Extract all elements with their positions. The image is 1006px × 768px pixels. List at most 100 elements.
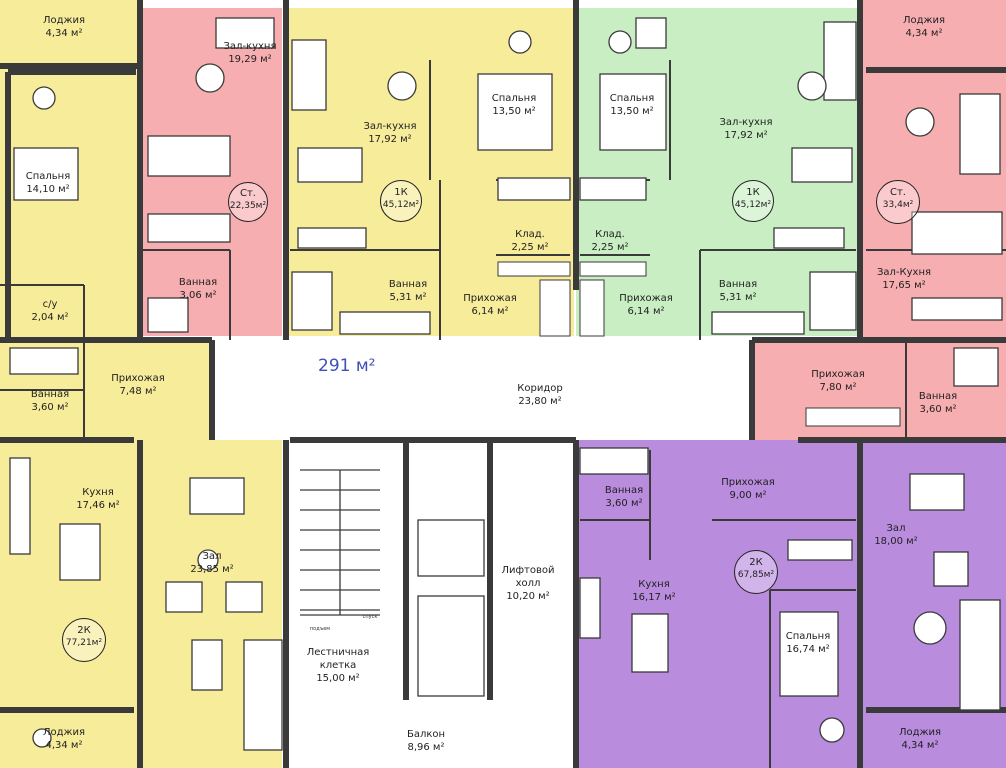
room-vannaya-4: Ванная 3,60 м² <box>31 388 69 414</box>
badge-area: 22,35м² <box>229 201 267 211</box>
room-area: 3,60 м² <box>31 402 69 413</box>
badge-type: Ст. <box>240 188 256 199</box>
badge-area: 33,4м² <box>882 200 914 210</box>
room-name: Клад. <box>515 229 545 240</box>
room-area: 3,60 м² <box>605 498 643 509</box>
room-name: Кухня <box>82 487 114 498</box>
room-name: Прихожая <box>811 369 865 380</box>
room-name: Ванная <box>718 279 758 290</box>
room-name: Ванная <box>388 279 428 290</box>
room-area: 17,46 м² <box>76 500 120 511</box>
room-klad-2: Клад. 2,25 м² <box>592 228 629 254</box>
room-name: Зал <box>886 523 906 534</box>
room-name: Лоджия <box>42 15 86 26</box>
stair-label-up: спуск <box>362 614 378 620</box>
room-name: с/у <box>42 299 58 310</box>
room-name: Прихожая <box>619 293 673 304</box>
room-name: Спальня <box>491 93 537 104</box>
room-name: Лоджия <box>42 727 86 738</box>
room-area: 4,34 м² <box>905 28 943 39</box>
total-area-label: 291 м² <box>318 356 376 376</box>
room-name: Спальня <box>609 93 655 104</box>
room-area: 16,17 м² <box>632 592 676 603</box>
room-name: Лифтовой холл <box>501 565 555 589</box>
room-spalnya-c2: Спальня 13,50 м² <box>610 92 655 118</box>
room-vannaya-2: Ванная 5,31 м² <box>389 278 427 304</box>
room-area: 4,34 м² <box>901 740 939 751</box>
room-name: Зал-кухня <box>223 41 277 52</box>
room-klad-1: Клад. 2,25 м² <box>512 228 549 254</box>
room-name: Зал-кухня <box>719 117 773 128</box>
room-area: 5,31 м² <box>389 292 427 303</box>
badge-area: 77,21м² <box>65 638 103 648</box>
badge-type: 2К <box>749 557 763 568</box>
room-name: Ванная <box>918 391 958 402</box>
badge-type: 2К <box>77 625 91 636</box>
room-spalnya-tl: Спальня 14,10 м² <box>26 170 71 196</box>
room-area: 17,92 м² <box>368 134 412 145</box>
room-area: 16,74 м² <box>786 644 830 655</box>
room-loggia-bottom-left: Лоджия 4,34 м² <box>43 726 85 752</box>
badge-studio-left: Ст. 22,35м² <box>228 182 268 222</box>
badge-type: 1К <box>394 187 408 198</box>
badge-area: 67,85м² <box>737 570 775 580</box>
room-name: Клад. <box>595 229 625 240</box>
room-area: 23,85 м² <box>190 564 234 575</box>
room-name: Зал-Кухня <box>876 267 932 278</box>
room-name: Ванная <box>30 389 70 400</box>
badge-type: 1К <box>746 187 760 198</box>
zone-corridor <box>212 340 752 440</box>
room-name: Прихожая <box>111 373 165 384</box>
room-name: Лоджия <box>902 15 946 26</box>
badge-type: Ст. <box>890 187 906 198</box>
room-area: 13,50 м² <box>610 106 654 117</box>
room-area: 3,06 м² <box>179 290 217 301</box>
room-area: 2,25 м² <box>511 242 549 253</box>
room-area: 4,34 м² <box>45 28 83 39</box>
badge-1k-right: 1К 45,12м² <box>732 180 774 222</box>
badge-2k-left: 2К 77,21м² <box>62 618 106 662</box>
room-area: 2,25 м² <box>591 242 629 253</box>
room-area: 9,00 м² <box>729 490 767 501</box>
room-name: Спальня <box>785 631 831 642</box>
room-zal-2: Зал 18,00 м² <box>874 522 917 548</box>
room-area: 18,00 м² <box>874 536 918 547</box>
room-name: Лоджия <box>898 727 942 738</box>
badge-area: 45,12м² <box>382 200 420 210</box>
room-loggia-top-right: Лоджия 4,34 м² <box>903 14 945 40</box>
room-kuhnya-1: Кухня 17,46 м² <box>76 486 119 512</box>
zone-loggia-top-left <box>0 0 140 66</box>
room-area: 17,92 м² <box>724 130 768 141</box>
room-zal-kuhnya-4: Зал-Кухня 17,65 м² <box>877 266 931 292</box>
badge-1k-left: 1К 45,12м² <box>380 180 422 222</box>
room-spalnya-br: Спальня 16,74 м² <box>786 630 831 656</box>
room-su: с/у 2,04 м² <box>32 298 69 324</box>
room-area: 4,34 м² <box>45 740 83 751</box>
room-name: Прихожая <box>721 477 775 488</box>
room-area: 10,20 м² <box>506 591 550 602</box>
room-area: 17,65 м² <box>882 280 926 291</box>
room-zal-1: Зал 23,85 м² <box>190 550 233 576</box>
room-lift-holl: Лифтовой холл 10,20 м² <box>501 564 554 603</box>
room-name: Ванная <box>178 277 218 288</box>
stair-label-down: подъем <box>309 626 331 632</box>
room-name: Зал-кухня <box>363 121 417 132</box>
room-area: 14,10 м² <box>26 184 70 195</box>
room-name: Спальня <box>25 171 71 182</box>
room-area: 2,04 м² <box>31 312 69 323</box>
room-name: Коридор <box>517 383 563 394</box>
room-name: Зал <box>202 551 222 562</box>
